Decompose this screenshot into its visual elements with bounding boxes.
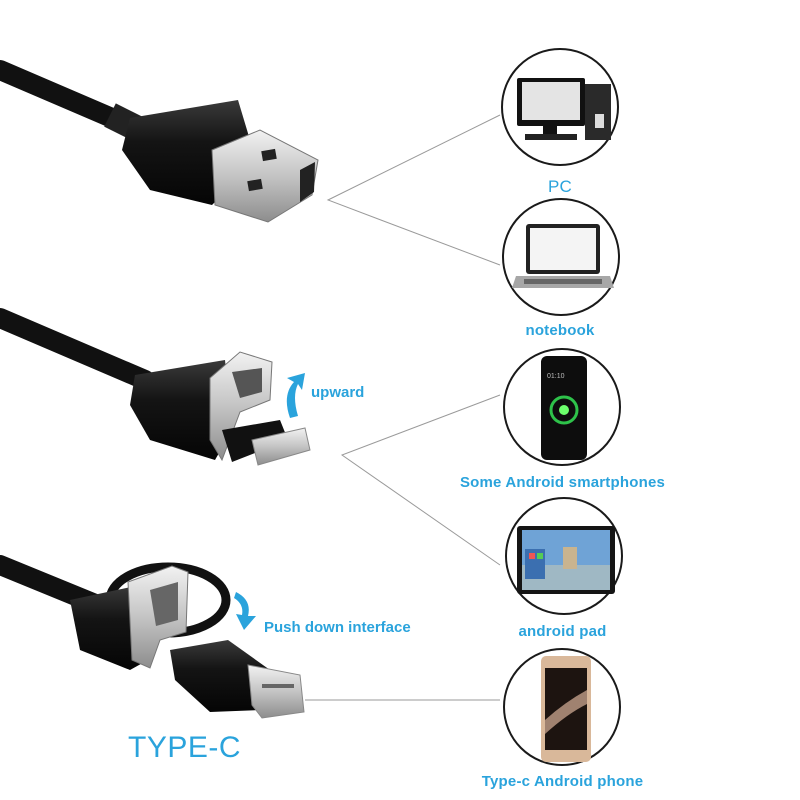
device-circle-notebook <box>502 198 620 316</box>
line-micro-to-android <box>340 394 501 566</box>
line-usb-to-pc-notebook <box>326 114 501 266</box>
desktop-computer-icon <box>517 78 611 140</box>
device-label-android-smartphones: Some Android smartphones <box>459 474 666 491</box>
micro-usb-illustration <box>0 308 311 466</box>
device-circle-typec-phone <box>503 648 621 766</box>
tablet-icon <box>517 526 615 594</box>
svg-text:01:10: 01:10 <box>547 373 565 380</box>
device-label-typec-phone: Type-c Android phone <box>481 773 644 790</box>
device-label-android-pad: android pad <box>518 623 607 640</box>
type-c-caption: TYPE-C <box>128 731 242 764</box>
device-label-pc: PC <box>547 177 573 196</box>
usb-a-plug-illustration <box>0 60 319 223</box>
push-down-interface-label: Push down interface <box>264 619 411 636</box>
device-circle-smartphone: 01:10 <box>503 348 621 466</box>
connector-lines <box>305 114 501 701</box>
typec-phone-icon <box>541 656 591 762</box>
device-label-notebook: notebook <box>525 322 595 339</box>
device-circle-android-pad <box>505 497 623 615</box>
push-down-arrow-icon <box>234 592 256 630</box>
type-c-illustration <box>0 555 305 719</box>
device-circle-pc <box>501 48 619 166</box>
upward-label: upward <box>311 384 365 401</box>
smartphone-icon: 01:10 <box>541 356 587 460</box>
upward-arrow-icon <box>286 373 305 418</box>
laptop-icon <box>512 224 614 288</box>
